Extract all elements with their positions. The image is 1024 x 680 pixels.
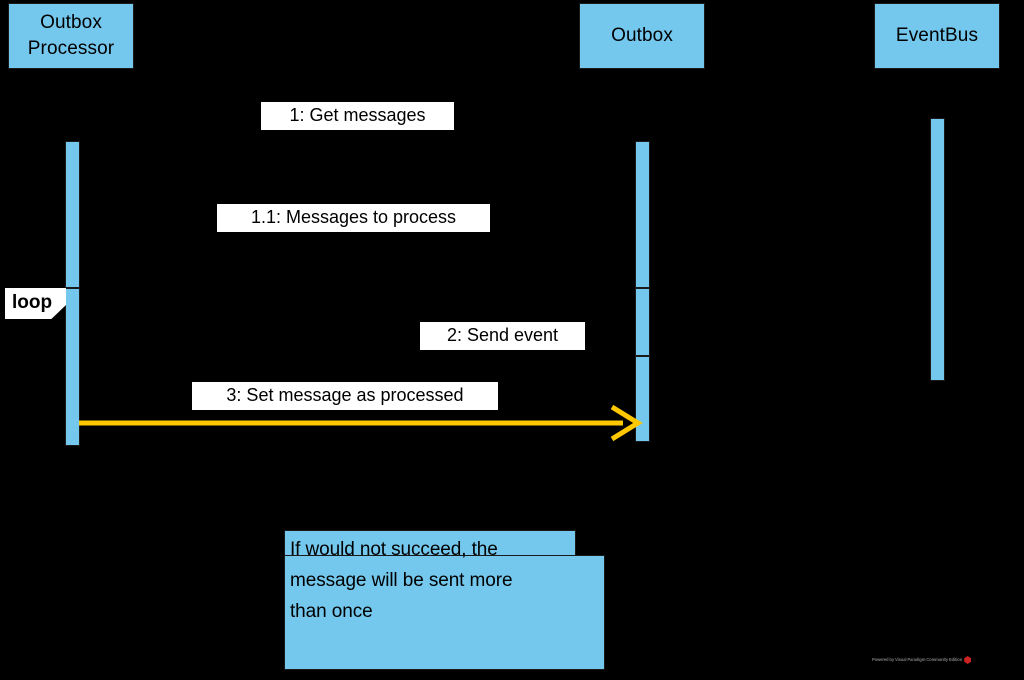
activation-bar-outbox-3 bbox=[635, 356, 650, 442]
activation-bar-outbox-processor-1 bbox=[65, 141, 80, 288]
note-box-lower bbox=[284, 555, 605, 670]
lifeline-head-outbox-processor[interactable]: Outbox Processor bbox=[8, 3, 134, 69]
message-label-3[interactable]: 3: Set message as processed bbox=[192, 382, 498, 410]
fragment-operator-loop[interactable]: loop bbox=[5, 288, 66, 319]
watermark-logo-icon bbox=[964, 656, 972, 664]
lifeline-label-outbox-processor-line2: Processor bbox=[27, 38, 115, 59]
watermark: Powered by Visual Paradigm Community Edi… bbox=[872, 656, 972, 664]
lifeline-head-eventbus[interactable]: EventBus bbox=[874, 3, 1000, 69]
activation-bar-eventbus bbox=[930, 118, 945, 381]
activation-bar-outbox-2 bbox=[635, 288, 650, 356]
message-label-1-1[interactable]: 1.1: Messages to process bbox=[217, 204, 490, 232]
lifeline-label-outbox-processor-line1: Outbox bbox=[40, 12, 102, 34]
message-label-1[interactable]: 1: Get messages bbox=[261, 102, 454, 130]
lifeline-label-outbox-line1: Outbox bbox=[611, 25, 673, 47]
note-text: If would not succeed, the message will b… bbox=[290, 539, 513, 622]
lifeline-label-eventbus-line1: EventBus bbox=[895, 25, 979, 47]
activation-bar-outbox-processor-2 bbox=[65, 288, 80, 446]
activation-bar-outbox-1 bbox=[635, 141, 650, 288]
watermark-text: Powered by Visual Paradigm Community Edi… bbox=[872, 657, 963, 662]
lifeline-head-outbox[interactable]: Outbox bbox=[579, 3, 705, 69]
message-arrow-3[interactable] bbox=[75, 404, 645, 442]
message-label-2[interactable]: 2: Send event bbox=[420, 322, 585, 350]
